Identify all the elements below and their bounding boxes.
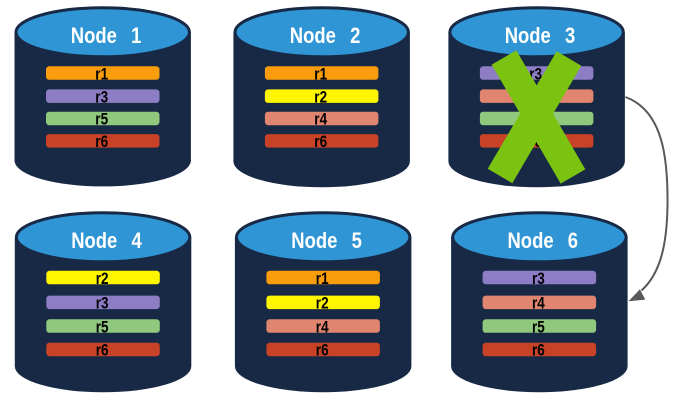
svg-text:r6: r6 [316, 341, 329, 360]
svg-text:Node: Node [507, 228, 553, 253]
svg-text:Node: Node [71, 23, 117, 48]
svg-text:Node: Node [71, 228, 117, 253]
svg-text:Node: Node [290, 23, 336, 48]
svg-text:r6: r6 [96, 341, 109, 360]
svg-text:r2: r2 [316, 294, 329, 313]
svg-text:r3: r3 [95, 88, 108, 107]
svg-text:r6: r6 [532, 341, 545, 360]
svg-text:3: 3 [565, 23, 575, 48]
svg-text:r1: r1 [316, 270, 329, 289]
svg-text:r5: r5 [96, 318, 109, 337]
svg-text:r3: r3 [532, 270, 545, 289]
svg-text:r2: r2 [314, 88, 327, 107]
svg-text:2: 2 [350, 23, 360, 48]
svg-text:r2: r2 [96, 270, 109, 289]
svg-text:Node: Node [505, 23, 551, 48]
svg-text:6: 6 [568, 228, 578, 253]
svg-text:1: 1 [131, 23, 141, 48]
svg-text:Node: Node [291, 228, 337, 253]
svg-text:r5: r5 [532, 318, 545, 337]
svg-text:r6: r6 [314, 133, 327, 152]
svg-text:r6: r6 [95, 133, 108, 152]
svg-text:r4: r4 [314, 110, 327, 129]
svg-text:r1: r1 [314, 65, 327, 84]
svg-text:r1: r1 [95, 65, 108, 84]
svg-text:5: 5 [352, 228, 362, 253]
svg-text:r3: r3 [96, 294, 109, 313]
svg-text:r4: r4 [532, 294, 545, 313]
svg-text:r4: r4 [316, 318, 329, 337]
svg-text:r5: r5 [95, 110, 108, 129]
svg-text:4: 4 [132, 228, 143, 253]
